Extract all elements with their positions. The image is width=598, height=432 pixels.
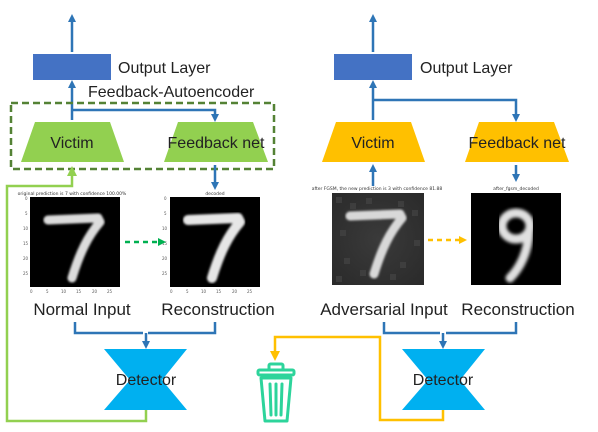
svg-text:5: 5 xyxy=(46,289,49,294)
feedback-net-label-right: Feedback net xyxy=(469,135,567,152)
normal-return-arrowhead xyxy=(67,166,77,176)
svg-text:25: 25 xyxy=(247,289,253,294)
svg-text:15: 15 xyxy=(162,241,168,246)
adv-reconstruction-to-detector-line xyxy=(446,322,518,335)
detector-label-right: Detector xyxy=(413,372,474,389)
victim-to-feedback-arrow xyxy=(72,108,219,122)
feedback-net-label: Feedback net xyxy=(168,135,266,152)
svg-text:5: 5 xyxy=(186,289,189,294)
output-layer-label: Output Layer xyxy=(118,60,211,77)
adversarial-reject-path xyxy=(273,335,445,422)
reconstruction-xticks: 0 5 10 15 20 25 xyxy=(170,289,253,294)
svg-text:10: 10 xyxy=(61,289,67,294)
feedback-net-block xyxy=(164,122,268,162)
detector-block-right xyxy=(402,349,485,410)
svg-text:20: 20 xyxy=(92,289,98,294)
svg-text:10: 10 xyxy=(162,226,168,231)
feedback-net-block-right xyxy=(465,122,569,162)
detector-label: Detector xyxy=(116,372,177,389)
input-to-detector-line xyxy=(73,322,143,335)
adversarial-input-label: Adversarial Input xyxy=(320,300,448,319)
reconstruction-to-detector-line xyxy=(148,322,217,335)
svg-text:0: 0 xyxy=(25,196,28,201)
output-layer-box xyxy=(33,54,111,80)
adversarial-input-title: after FGSM, the new prediction is 3 with… xyxy=(312,186,443,192)
svg-text:20: 20 xyxy=(162,256,168,261)
normal-input-title: original prediction is 7 with confidence… xyxy=(18,191,127,197)
reject-arrowhead xyxy=(270,351,280,361)
detector-block xyxy=(104,349,187,410)
svg-text:20: 20 xyxy=(23,256,29,261)
svg-text:15: 15 xyxy=(76,289,82,294)
normal-return-path xyxy=(5,172,148,423)
feedback-autoencoder-label: Feedback-Autoencoder xyxy=(88,84,255,101)
svg-text:25: 25 xyxy=(23,271,29,276)
svg-text:25: 25 xyxy=(162,271,168,276)
reconstruction-image xyxy=(170,197,260,287)
adversarial-input-image xyxy=(332,193,424,285)
svg-text:5: 5 xyxy=(25,211,28,216)
normal-input-yticks: 0 5 10 15 20 25 xyxy=(23,196,29,276)
output-layer-box-right xyxy=(334,54,412,80)
right-panel: Output Layer Victim Feedback net after F… xyxy=(256,14,575,423)
victim-to-feedback-arrow-right xyxy=(373,98,520,122)
normal-input-xticks: 0 5 10 15 20 25 xyxy=(30,289,113,294)
reconstruction-title: decoded xyxy=(205,191,224,197)
adversarial-reconstruction-image xyxy=(471,193,561,285)
normal-input-label: Normal Input xyxy=(33,300,131,319)
adversarial-to-detector-line xyxy=(382,322,440,335)
svg-text:25: 25 xyxy=(107,289,113,294)
svg-text:0: 0 xyxy=(30,289,33,294)
svg-text:5: 5 xyxy=(164,211,167,216)
svg-text:10: 10 xyxy=(23,226,29,231)
adversarial-reconstruction-label: Reconstruction xyxy=(461,300,574,319)
adversarial-reconstruction-title: after_fgsm_decoded xyxy=(493,186,539,192)
output-layer-label-right: Output Layer xyxy=(420,60,513,77)
left-panel: Output Layer Feedback-Autoencoder Victim… xyxy=(5,14,276,423)
victim-label-right: Victim xyxy=(351,135,394,152)
victim-block-right xyxy=(322,122,425,162)
svg-text:20: 20 xyxy=(232,289,238,294)
victim-block xyxy=(21,122,124,162)
reconstruction-yticks: 0 5 10 15 20 25 xyxy=(162,196,168,276)
svg-text:15: 15 xyxy=(23,241,29,246)
normal-input-image xyxy=(30,197,120,287)
svg-text:15: 15 xyxy=(216,289,222,294)
svg-text:0: 0 xyxy=(164,196,167,201)
reconstruction-label: Reconstruction xyxy=(161,300,274,319)
trash-icon xyxy=(256,362,296,423)
svg-text:0: 0 xyxy=(170,289,173,294)
victim-label: Victim xyxy=(50,135,93,152)
svg-text:10: 10 xyxy=(201,289,207,294)
